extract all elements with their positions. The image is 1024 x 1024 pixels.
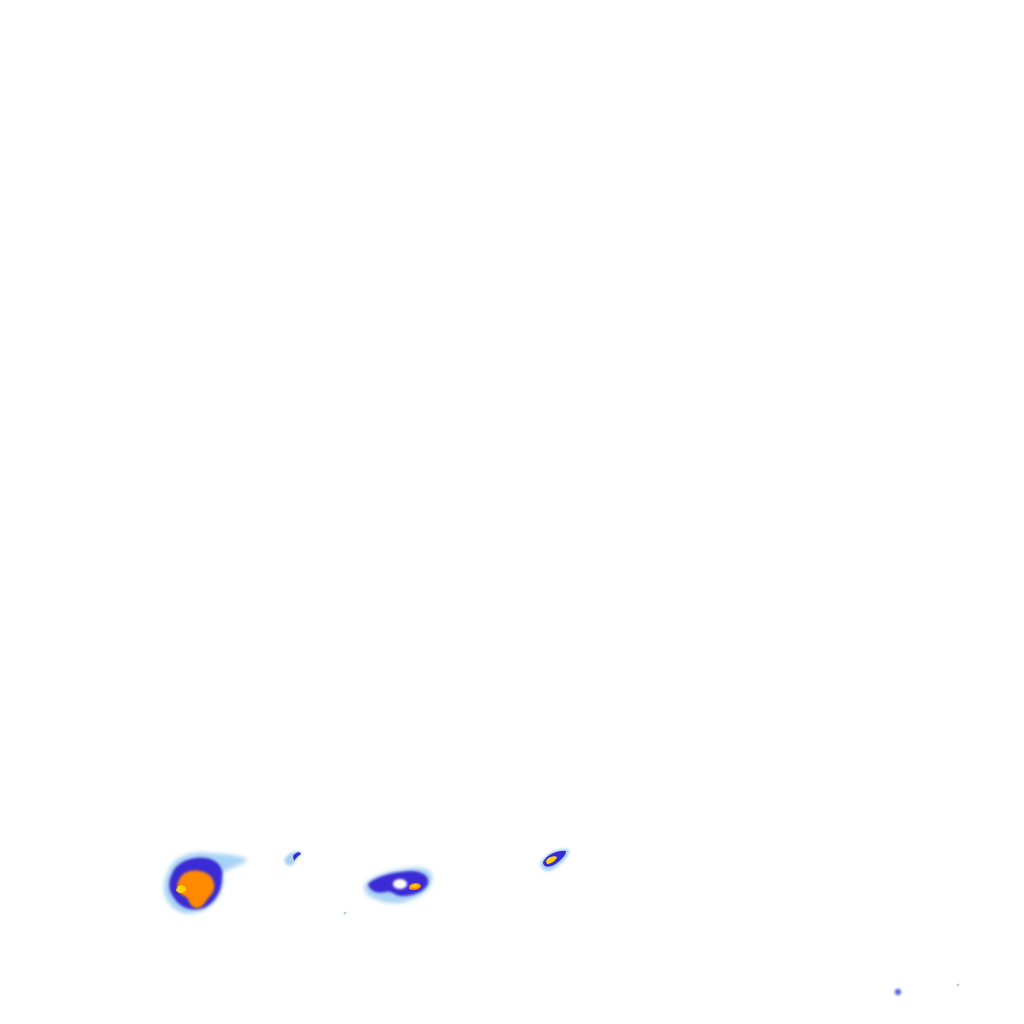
storm-cell-central-gap <box>393 879 407 889</box>
storm-cell-east-extreme-core <box>546 856 557 864</box>
storm-cell-small-arc-edge <box>293 852 301 861</box>
echo-speck-far-east <box>343 911 960 996</box>
storm-cell-west-extreme-core <box>176 885 186 893</box>
storm-cell-west <box>163 852 248 914</box>
echo-speck-far-east-dot <box>894 988 902 996</box>
storm-cell-central-extreme-core <box>411 884 419 888</box>
echo-speck-central-faint-dot <box>343 911 347 915</box>
echo-speck-far-east-faint-dot <box>956 983 960 987</box>
storm-cell-central <box>364 867 433 904</box>
storm-cell-east <box>540 848 570 871</box>
storm-cell-small-arc <box>284 851 302 866</box>
storm-cell-west-intense-core <box>177 870 215 908</box>
